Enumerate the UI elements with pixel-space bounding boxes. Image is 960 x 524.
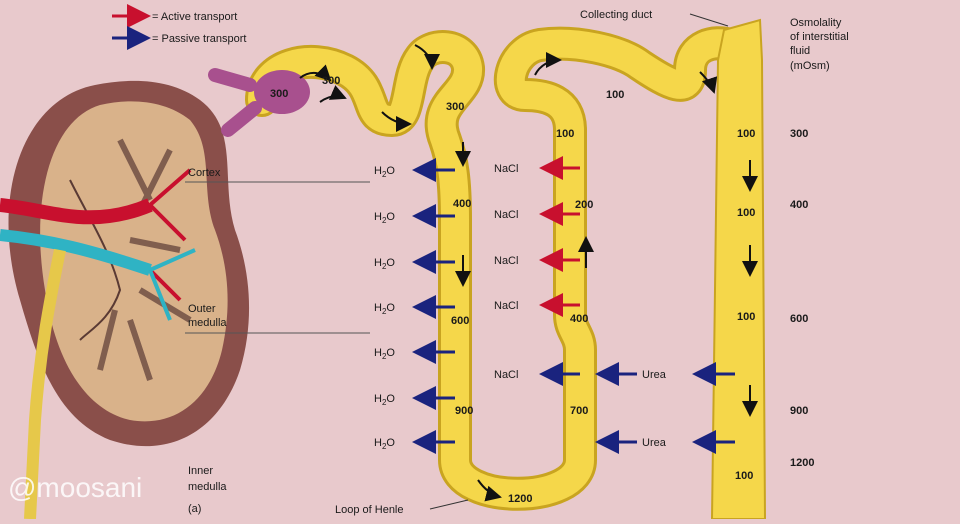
svg-text:100: 100 [737, 128, 755, 140]
svg-text:100: 100 [735, 470, 753, 482]
water-efflux: H2O H2O H2O H2O H2O H2O H2O [374, 158, 455, 454]
glomerulus [208, 68, 310, 137]
urea-label: Urea [642, 369, 667, 381]
water-label: H2O [374, 393, 395, 407]
tubule-values: 300 300 300 400 600 900 1200 100 200 400… [270, 75, 755, 505]
zone-outer-2: medulla [188, 317, 227, 329]
svg-text:100: 100 [606, 89, 624, 101]
svg-text:900: 900 [455, 405, 473, 417]
legend-active: = Active transport [152, 11, 237, 23]
osmolality-scale: 300 400 600 900 1200 [790, 128, 814, 469]
zone-inner-1: Inner [188, 465, 213, 477]
svg-text:600: 600 [790, 313, 808, 325]
svg-text:400: 400 [453, 198, 471, 210]
nacl-label: NaCl [494, 369, 518, 381]
flow-arrows [299, 44, 758, 502]
svg-text:300: 300 [270, 88, 288, 100]
svg-text:300: 300 [446, 101, 464, 113]
nacl-label: NaCl [494, 209, 518, 221]
svg-text:200: 200 [575, 199, 593, 211]
svg-text:600: 600 [451, 315, 469, 327]
svg-text:400: 400 [790, 199, 808, 211]
zone-outer-1: Outer [188, 303, 216, 315]
nephron-tubule [245, 18, 767, 520]
svg-text:Osmolality: Osmolality [790, 17, 842, 29]
svg-text:300: 300 [790, 128, 808, 140]
svg-text:of interstitial: of interstitial [790, 31, 849, 43]
svg-text:700: 700 [570, 405, 588, 417]
svg-text:100: 100 [556, 128, 574, 140]
nacl-label: NaCl [494, 163, 518, 175]
urea-transport: Urea Urea [595, 362, 735, 454]
collecting-duct-label: Collecting duct [580, 9, 652, 21]
zone-cortex: Cortex [188, 167, 221, 179]
svg-text:1200: 1200 [790, 457, 814, 469]
water-label: H2O [374, 211, 395, 225]
water-label: H2O [374, 437, 395, 451]
urea-label: Urea [642, 437, 667, 449]
water-label: H2O [374, 257, 395, 271]
nacl-label: NaCl [494, 300, 518, 312]
loop-of-henle-label: Loop of Henle [335, 504, 404, 516]
legend-passive: = Passive transport [152, 33, 246, 45]
svg-text:900: 900 [790, 405, 808, 417]
svg-text:fluid: fluid [790, 45, 810, 57]
water-label: H2O [374, 302, 395, 316]
kidney-illustration [0, 80, 250, 520]
nacl-efflux: NaCl NaCl NaCl NaCl NaCl [494, 156, 580, 386]
panel-label: (a) [188, 503, 201, 515]
loop-leader [429, 499, 469, 510]
osmolality-header: Osmolality of interstitial fluid (mOsm) [790, 17, 849, 72]
collecting-duct-leader [689, 13, 729, 27]
svg-text:100: 100 [737, 311, 755, 323]
water-label: H2O [374, 165, 395, 179]
watermark: @moosani [8, 472, 142, 503]
zone-inner-2: medulla [188, 481, 227, 493]
svg-text:100: 100 [737, 207, 755, 219]
water-label: H2O [374, 347, 395, 361]
svg-text:(mOsm): (mOsm) [790, 60, 830, 72]
svg-text:1200: 1200 [508, 493, 532, 505]
svg-text:400: 400 [570, 313, 588, 325]
svg-text:300: 300 [322, 75, 340, 87]
nacl-label: NaCl [494, 255, 518, 267]
legend: = Active transport = Passive transport [112, 4, 246, 50]
